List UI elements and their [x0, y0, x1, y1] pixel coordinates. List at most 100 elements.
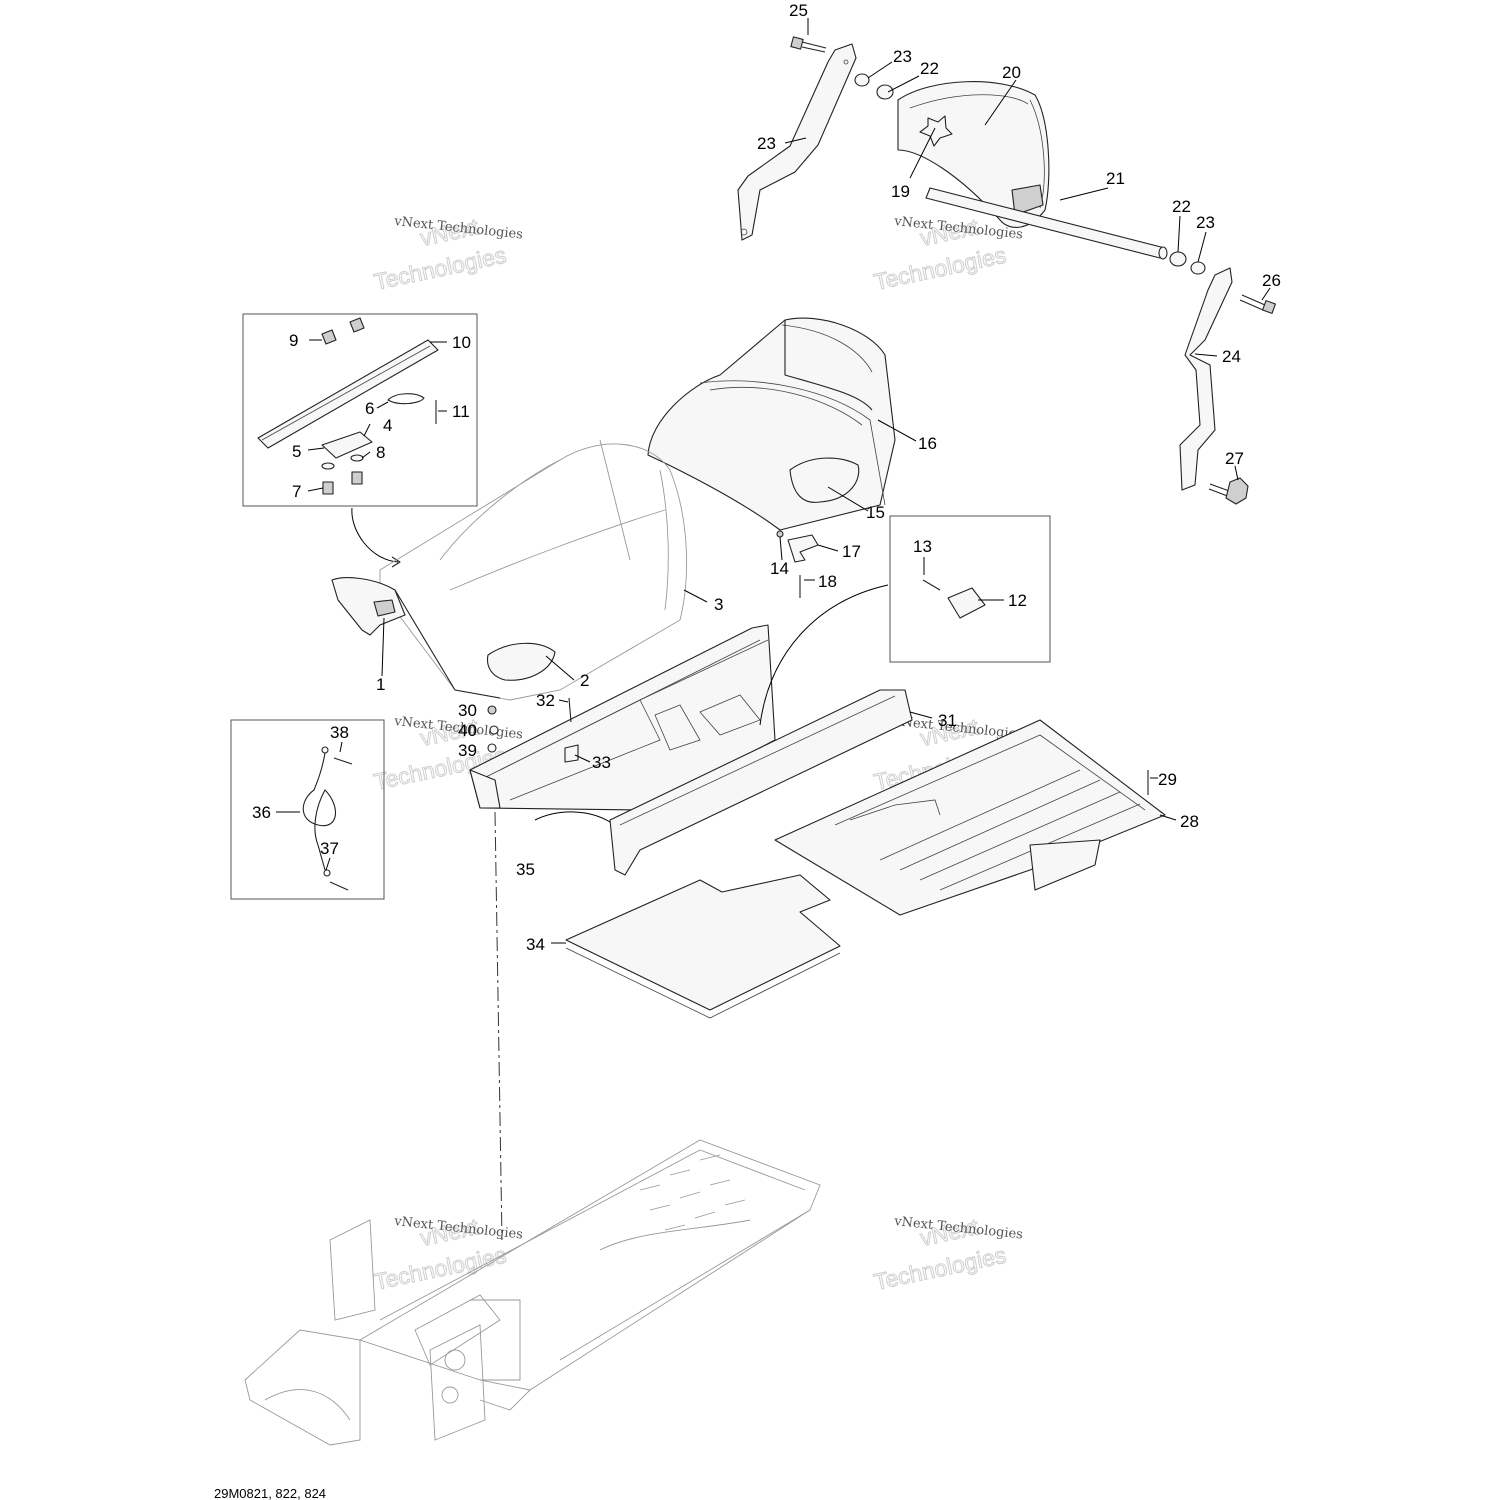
- latch-plate-5: [321, 431, 373, 459]
- washer-8a: [321, 462, 335, 470]
- washer-22-left: [876, 84, 894, 100]
- detail-box-hardware: [242, 313, 478, 507]
- seat-end-cap: [331, 577, 501, 699]
- callout-40: 40: [458, 721, 477, 740]
- hinge-bracket-10: [257, 339, 439, 449]
- callout-6: 6: [365, 399, 374, 418]
- leader-lines: [276, 18, 1271, 944]
- watermark-technologies: Technologies: [372, 1242, 509, 1295]
- screw-13: [922, 579, 941, 591]
- callout-23-right: 23: [1196, 213, 1215, 232]
- watermark-technologies: Technologies: [872, 242, 1009, 295]
- washer-40: [489, 725, 499, 735]
- storage-cover: [647, 317, 896, 531]
- bolt-30: [487, 705, 497, 715]
- callout-19: 19: [891, 182, 910, 201]
- washer-22-right: [1169, 251, 1187, 267]
- latch-17: [787, 534, 819, 563]
- hinge-12: [947, 587, 986, 619]
- callout-18: 18: [818, 572, 837, 591]
- callout-1: 1: [376, 675, 385, 694]
- callout-10: 10: [452, 333, 471, 352]
- callout-32: 32: [536, 691, 555, 710]
- bolt-26-right: [1239, 294, 1276, 314]
- callout-35: 35: [516, 860, 535, 879]
- callout-2: 2: [580, 671, 589, 690]
- decal-2: [486, 642, 556, 681]
- callout-23-left: 23: [893, 47, 912, 66]
- callout-7: 7: [292, 482, 301, 501]
- callout-31: 31: [938, 711, 957, 730]
- callout-36: 36: [252, 803, 271, 822]
- backrest-tube: [925, 187, 1168, 260]
- callout-4: 4: [383, 416, 392, 435]
- callout-17: 17: [842, 542, 861, 561]
- callout-29: 29: [1158, 770, 1177, 789]
- callout-34: 34: [526, 935, 545, 954]
- callout-26-left: 25: [789, 1, 808, 20]
- callout-22-left: 22: [920, 59, 939, 78]
- foam-pad-34: [565, 874, 841, 1011]
- detail-box-tether: [230, 719, 385, 900]
- washer-23-right: [1190, 261, 1206, 275]
- callout-9: 9: [289, 331, 298, 350]
- detail-box-hinge: [889, 515, 1051, 663]
- screw-7b: [351, 471, 363, 485]
- callout-39: 39: [458, 741, 477, 760]
- alignment-centerline: [494, 811, 503, 1241]
- watermark-top-left: vNext Technologies vNext Technologies: [371, 213, 523, 296]
- watermark-technologies: Technologies: [372, 242, 509, 295]
- watermark-bottom-right: vNext Technologies vNext Technologies: [871, 1213, 1023, 1296]
- watermark-technologies: Technologies: [872, 1242, 1009, 1295]
- backrest-bracket-left: [737, 43, 857, 241]
- rivet-38: [333, 757, 353, 765]
- washer-23-left: [854, 73, 870, 87]
- decal-15: [789, 457, 860, 503]
- watermark-bottom-left: vNext Technologies vNext Technologies: [371, 1213, 523, 1296]
- callout-14: 14: [770, 559, 789, 578]
- drawing-code: 29M0821, 822, 824: [214, 1486, 326, 1500]
- clip-33: [564, 744, 579, 763]
- backrest-cushion: [897, 81, 1050, 228]
- nut-9: [321, 329, 337, 345]
- callout-26-right: 26: [1262, 271, 1281, 290]
- watermark-top-right: vNext Technologies vNext Technologies: [871, 213, 1023, 296]
- callout-24: 24: [1222, 347, 1241, 366]
- cable-6: [387, 393, 425, 405]
- chassis-tunnel: [244, 1139, 821, 1446]
- callout-15: 15: [866, 503, 885, 522]
- nut-39: [487, 743, 497, 753]
- callout-27: 27: [1225, 449, 1244, 468]
- callout-37: 37: [320, 839, 339, 858]
- seat-cushion: [379, 439, 687, 701]
- rivet-37: [329, 881, 349, 891]
- callout-numbers: 25 23 22 20 23 19 21 22 23 26 24 27 9 10…: [252, 1, 1281, 954]
- pin-32: [568, 697, 572, 723]
- backrest-bracket-right: [1179, 267, 1233, 491]
- bolt-26-left: [790, 36, 827, 53]
- callout-30: 30: [458, 701, 477, 720]
- seat-base-frame: [469, 624, 913, 876]
- callout-20: 20: [1002, 63, 1021, 82]
- callout-38: 38: [330, 723, 349, 742]
- callout-22-right: 22: [1172, 197, 1191, 216]
- callout-8: 8: [376, 443, 385, 462]
- storage-tray-28: [774, 719, 1166, 916]
- logo-decal: [919, 115, 953, 147]
- callout-12: 12: [1008, 591, 1027, 610]
- knob-27: [1208, 477, 1249, 505]
- callout-5: 5: [292, 442, 301, 461]
- callout-11: 11: [452, 402, 470, 421]
- callout-3: 3: [714, 595, 723, 614]
- callout-21: 21: [1106, 169, 1125, 188]
- callout-16: 16: [918, 434, 937, 453]
- callout-25: 23: [757, 134, 776, 153]
- rivet-14: [776, 530, 784, 538]
- washer-8b: [350, 454, 364, 462]
- screw-7a: [322, 481, 334, 495]
- callout-33: 33: [592, 753, 611, 772]
- callout-28: 28: [1180, 812, 1199, 831]
- nut-9b: [349, 317, 365, 333]
- tether-cable-36: [302, 746, 337, 877]
